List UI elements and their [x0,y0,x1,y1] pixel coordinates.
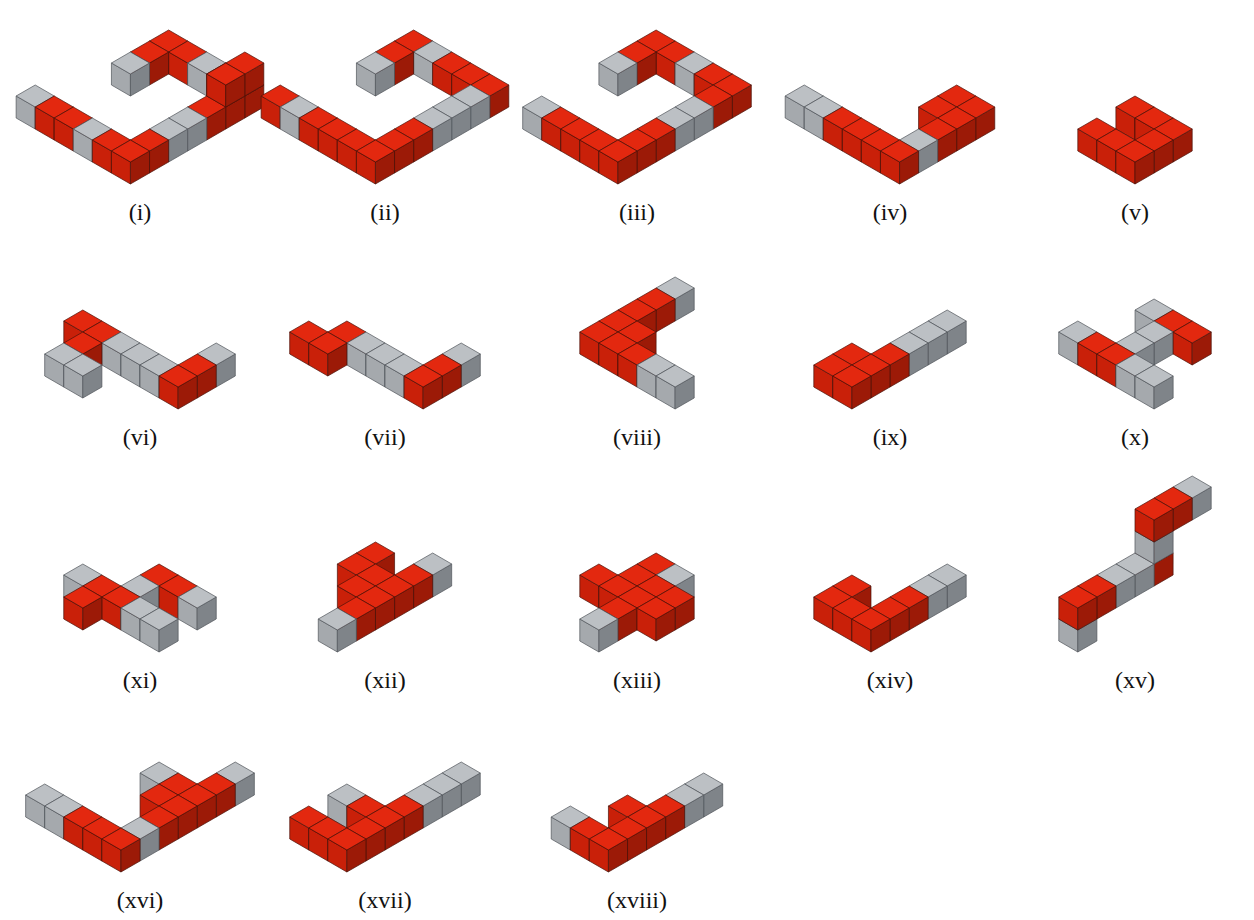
cube-face [833,365,871,387]
cube-face [111,140,149,162]
cube-face [140,608,178,630]
figure-label: (ix) [873,423,908,451]
cube-face [64,586,102,608]
cube-face [64,354,102,376]
polycube [785,85,995,184]
cube-face [1116,140,1154,162]
cube-face [356,52,394,74]
cube-face [852,608,890,630]
cube-face [599,140,637,162]
polycube [64,564,217,652]
figure-label: (xv) [1115,666,1155,694]
cube-face [318,608,356,630]
polycube [580,553,694,652]
cube-face [1059,586,1097,608]
figure-label: (v) [1121,198,1149,226]
cube-face [328,828,366,850]
polycube [814,564,966,652]
polycube [290,321,481,409]
cube-face [1135,365,1173,387]
polycube [814,310,966,409]
polycube [261,30,509,184]
cube-face [111,52,149,74]
polycube [580,277,694,409]
figure-label: (viii) [613,423,661,451]
cube-face [356,140,394,162]
figure-label: (xiii) [613,666,661,694]
figure-label: (vii) [364,423,405,451]
polycube [16,30,264,184]
figure-label: (ii) [370,198,399,226]
polycube [26,762,255,872]
polycube [551,773,723,872]
polycube [1059,299,1212,409]
cube-face [880,140,918,162]
cube-face [656,365,694,387]
figure-label: (x) [1121,423,1149,451]
cube-face [178,586,216,608]
cube-face [589,828,627,850]
cube-face [207,63,245,85]
cube-face [1135,498,1173,520]
polycube [523,30,752,184]
polycube [290,762,481,872]
polycube [1078,96,1192,184]
figure-label: (xviii) [607,886,667,914]
figure-label: (i) [129,198,152,226]
cube-face [404,365,442,387]
figure-label: (iii) [619,198,655,226]
figure-label: (iv) [873,198,908,226]
polycube [45,310,236,409]
figure-label: (xi) [123,666,158,694]
polycube [1059,476,1211,652]
figure-label: (xii) [364,666,405,694]
cube-face [309,332,347,354]
figure-label: (xvii) [358,886,411,914]
figure-label: (vi) [123,423,158,451]
cube-face [599,52,637,74]
cube-face [580,608,618,630]
figure-label: (xiv) [867,666,914,694]
cube-face [637,597,675,619]
cube-face [159,365,197,387]
cube-face [1173,321,1211,343]
figure-label: (xvi) [117,886,164,914]
cube-face [102,828,140,850]
polycube [318,542,451,652]
